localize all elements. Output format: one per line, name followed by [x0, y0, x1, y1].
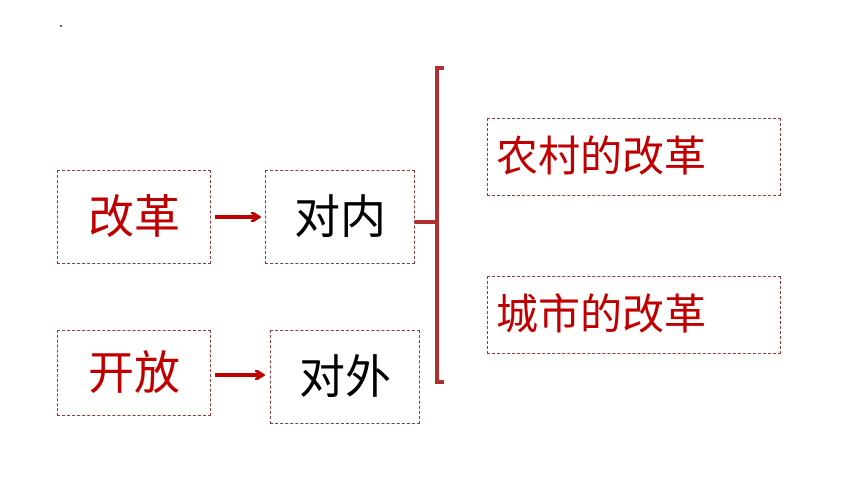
rural-reform-label: 农村的改革: [496, 132, 707, 181]
open-box: 开放: [57, 330, 211, 416]
internal-label: 对内: [294, 190, 386, 244]
external-label: 对外: [299, 350, 391, 404]
internal-box: 对内: [265, 170, 415, 264]
branch-bracket: [435, 66, 444, 384]
stray-dot: [60, 25, 62, 27]
reform-label: 改革: [88, 190, 180, 244]
rural-reform-box: 农村的改革: [487, 118, 781, 196]
open-label: 开放: [88, 346, 180, 400]
external-box: 对外: [270, 330, 420, 424]
urban-reform-label: 城市的改革: [496, 290, 707, 339]
urban-reform-box: 城市的改革: [487, 276, 781, 354]
reform-box: 改革: [57, 170, 211, 264]
